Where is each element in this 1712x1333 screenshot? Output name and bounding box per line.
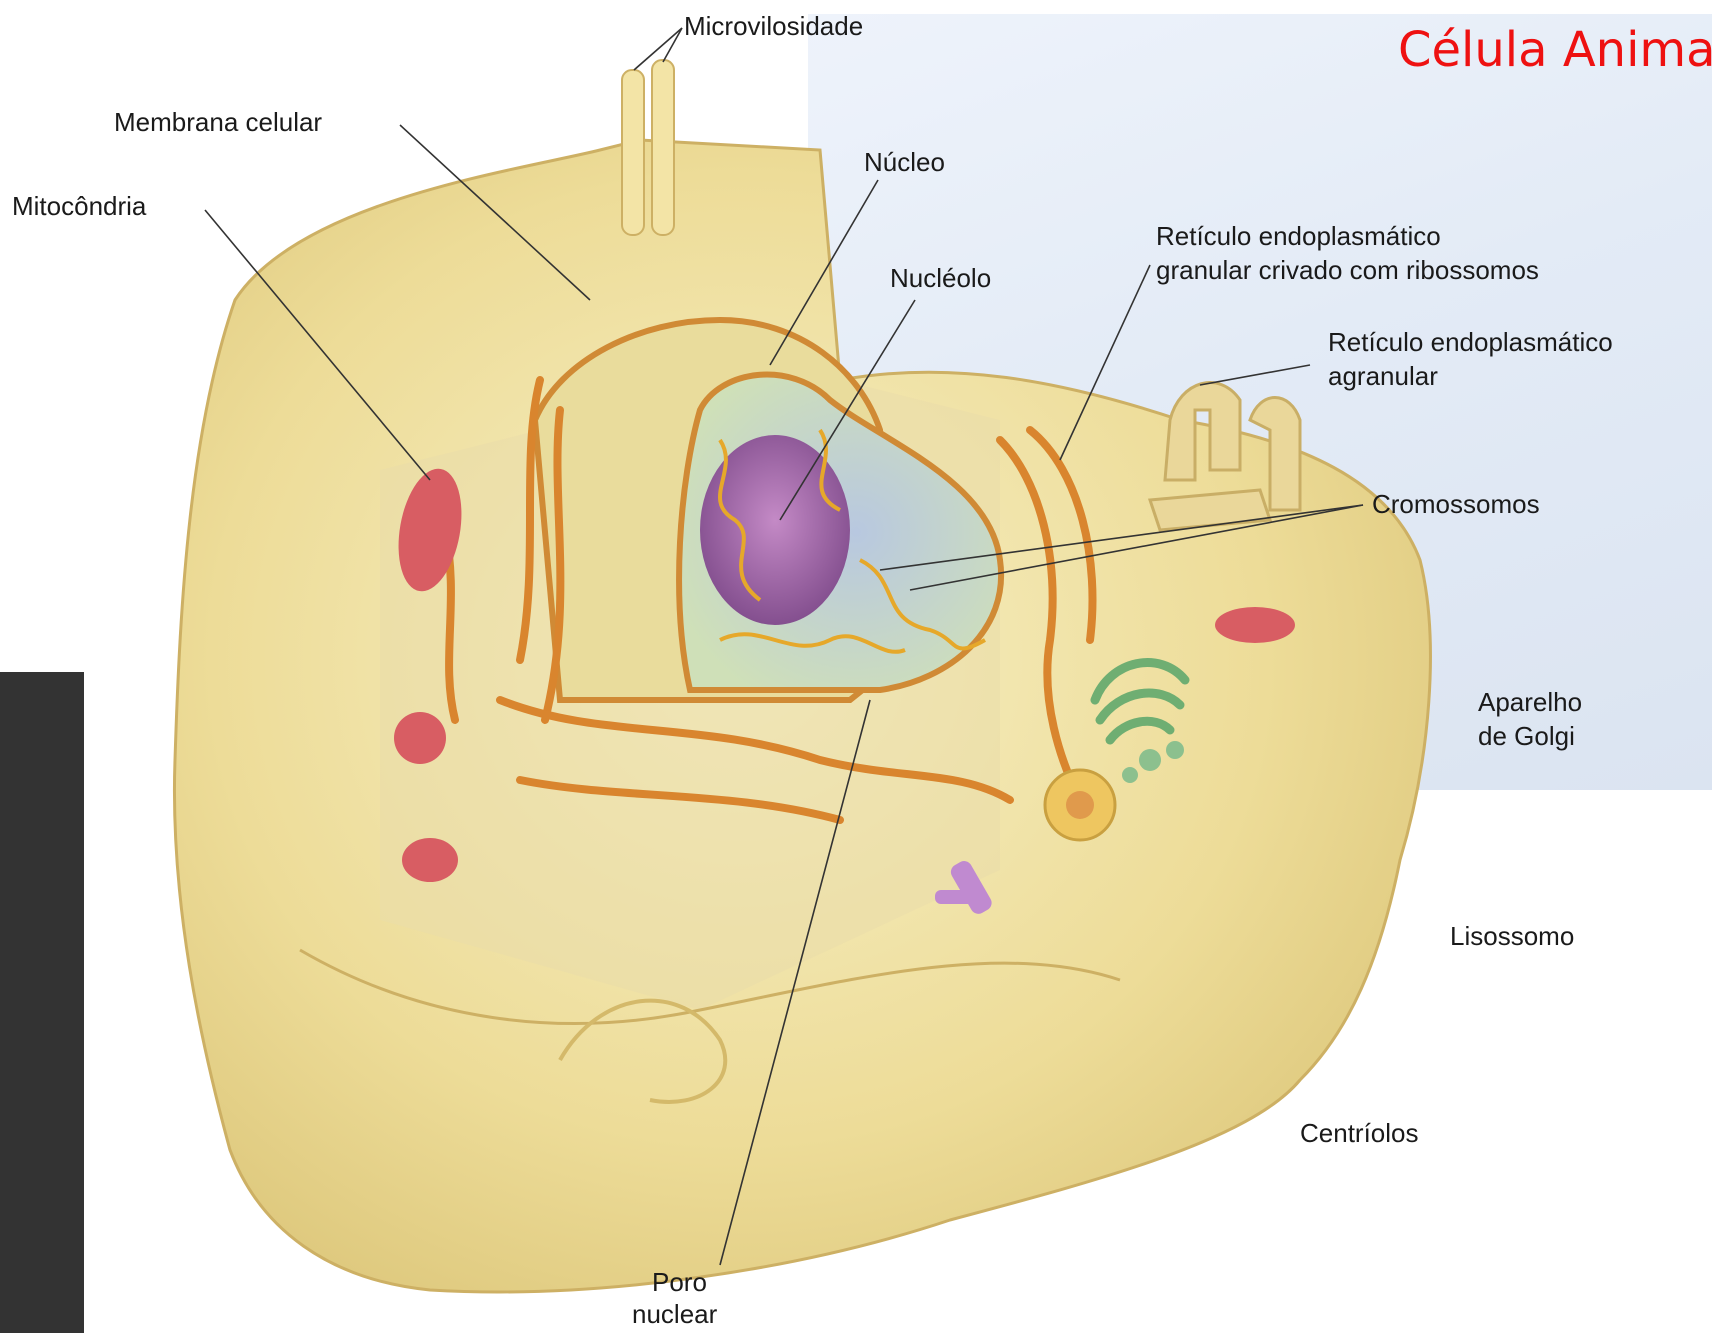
label-centriolos: Centríolos <box>1300 1117 1419 1150</box>
label-microvilosidade: Microvilosidade <box>684 10 863 43</box>
label-golgi-1: Aparelho <box>1478 686 1582 719</box>
label-nucleo: Núcleo <box>864 146 945 179</box>
page-title: Célula Animal <box>1398 22 1712 78</box>
lysosome <box>1045 770 1115 840</box>
nucleolus <box>700 435 850 625</box>
label-poro-2: nuclear <box>632 1298 717 1331</box>
label-reticulo-agranular-1: Retículo endoplasmático <box>1328 326 1613 359</box>
cell-body <box>174 140 1430 1292</box>
label-cromossomos: Cromossomos <box>1372 488 1540 521</box>
label-mitocondria: Mitocôndria <box>12 190 146 223</box>
label-poro-1: Poro <box>652 1266 707 1299</box>
label-reticulo-granular-1: Retículo endoplasmático <box>1156 220 1441 253</box>
label-nucleolo: Nucléolo <box>890 262 991 295</box>
label-reticulo-granular-2: granular crivado com ribossomos <box>1156 254 1539 287</box>
label-membrana-celular: Membrana celular <box>114 106 322 139</box>
smooth-er <box>1150 383 1300 530</box>
label-reticulo-agranular-2: agranular <box>1328 360 1438 393</box>
label-golgi-2: de Golgi <box>1478 720 1575 753</box>
label-lisossomo: Lisossomo <box>1450 920 1574 953</box>
